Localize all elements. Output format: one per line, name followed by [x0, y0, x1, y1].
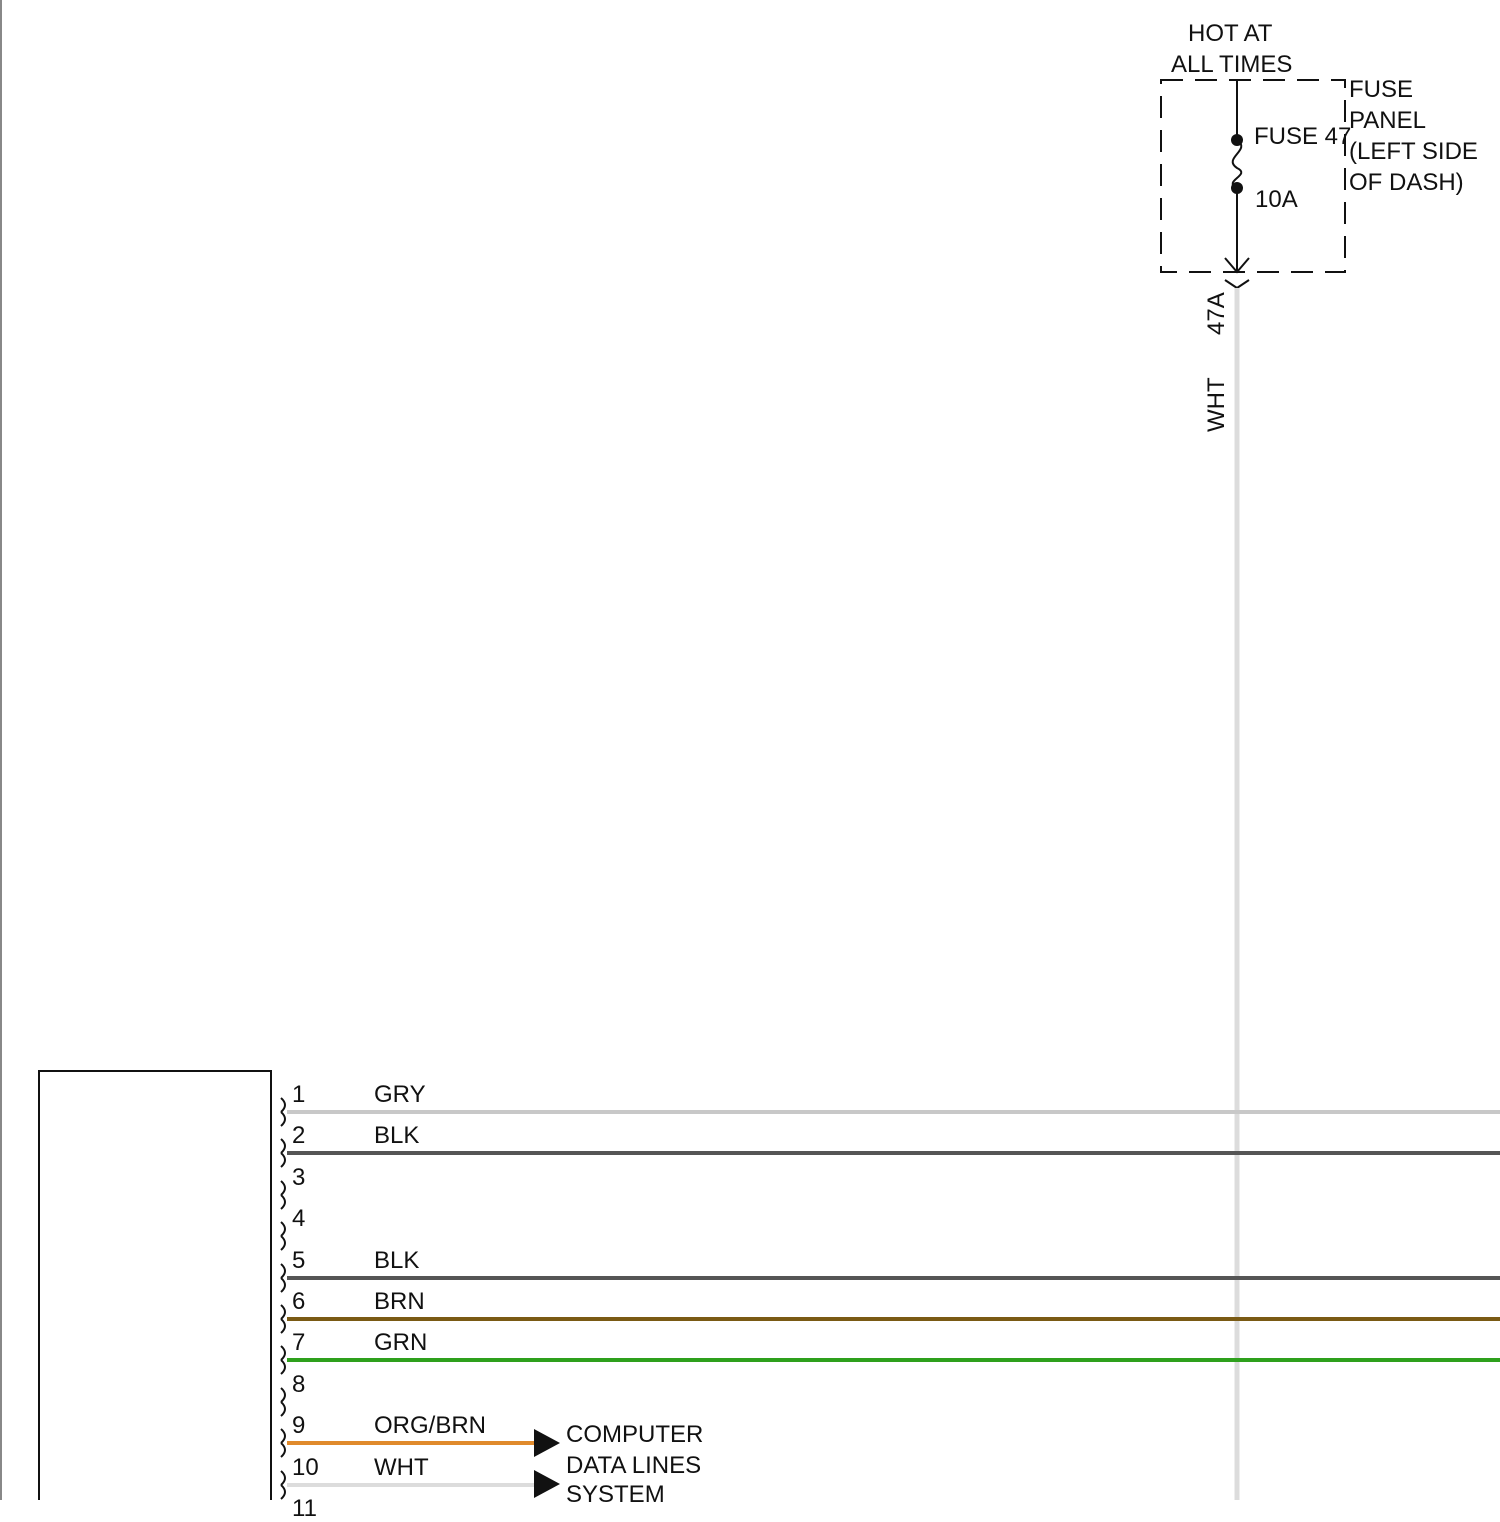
- wire-color-label-7: GRN: [374, 1331, 427, 1355]
- data-line-arrow-10: [534, 1470, 560, 1498]
- pin-number-9: 9: [292, 1414, 305, 1438]
- wire-color-label-6: BRN: [374, 1290, 425, 1314]
- feed-wire-circuit-label: 47A: [1205, 292, 1229, 335]
- fuse-panel-label-line1: FUSE: [1349, 78, 1413, 102]
- pin-terminal-7: [281, 1346, 285, 1374]
- fuse-panel-label-line2: PANEL: [1349, 109, 1426, 133]
- power-source-label-line1: HOT AT: [1188, 22, 1272, 46]
- pin-number-10: 10: [292, 1456, 319, 1480]
- wire-color-label-10: WHT: [374, 1456, 429, 1480]
- pin-terminal-6: [281, 1305, 285, 1333]
- pin-terminal-8: [281, 1388, 285, 1416]
- pin-terminal-1: [281, 1098, 285, 1126]
- pin-number-5: 5: [292, 1249, 305, 1273]
- wire-color-label-5: BLK: [374, 1249, 419, 1273]
- pin-terminal-10: [281, 1471, 285, 1499]
- pin-number-11: 11: [292, 1497, 317, 1521]
- control-module-box: [39, 1071, 271, 1500]
- wire-color-label-1: GRY: [374, 1083, 426, 1107]
- feed-wire-color-label: WHT: [1205, 377, 1229, 432]
- fuse-rating-label: 10A: [1255, 188, 1298, 212]
- fuse-panel-connector-socket: [1225, 280, 1249, 288]
- pin-number-6: 6: [292, 1290, 305, 1314]
- power-source-label-line2: ALL TIMES: [1171, 53, 1292, 77]
- fuse-panel-box: [1161, 80, 1345, 272]
- fuse-name-label: FUSE 47: [1254, 125, 1351, 149]
- computer-data-lines-label-line3: SYSTEM: [566, 1483, 665, 1507]
- pin-terminal-5: [281, 1264, 285, 1292]
- fuse-panel-label-line4: OF DASH): [1349, 171, 1464, 195]
- pin-number-1: 1: [292, 1083, 305, 1107]
- pin-number-8: 8: [292, 1373, 305, 1397]
- fuse-panel-label-line3: (LEFT SIDE: [1349, 140, 1478, 164]
- pin-terminal-4: [281, 1222, 285, 1250]
- pin-number-4: 4: [292, 1207, 305, 1231]
- computer-data-lines-label-line1: COMPUTER: [566, 1423, 703, 1447]
- pin-terminal-9: [281, 1429, 285, 1457]
- data-line-arrow-9: [534, 1429, 560, 1457]
- pin-terminal-2: [281, 1139, 285, 1167]
- wire-color-label-2: BLK: [374, 1124, 419, 1148]
- connector-pins: [281, 1098, 1500, 1500]
- pin-number-2: 2: [292, 1124, 305, 1148]
- computer-data-lines-label-line2: DATA LINES: [566, 1454, 701, 1478]
- pin-terminal-3: [281, 1181, 285, 1209]
- pin-number-3: 3: [292, 1166, 305, 1190]
- fuse-symbol: [1231, 134, 1243, 194]
- wire-color-label-9: ORG/BRN: [374, 1414, 486, 1438]
- pin-number-7: 7: [292, 1331, 305, 1355]
